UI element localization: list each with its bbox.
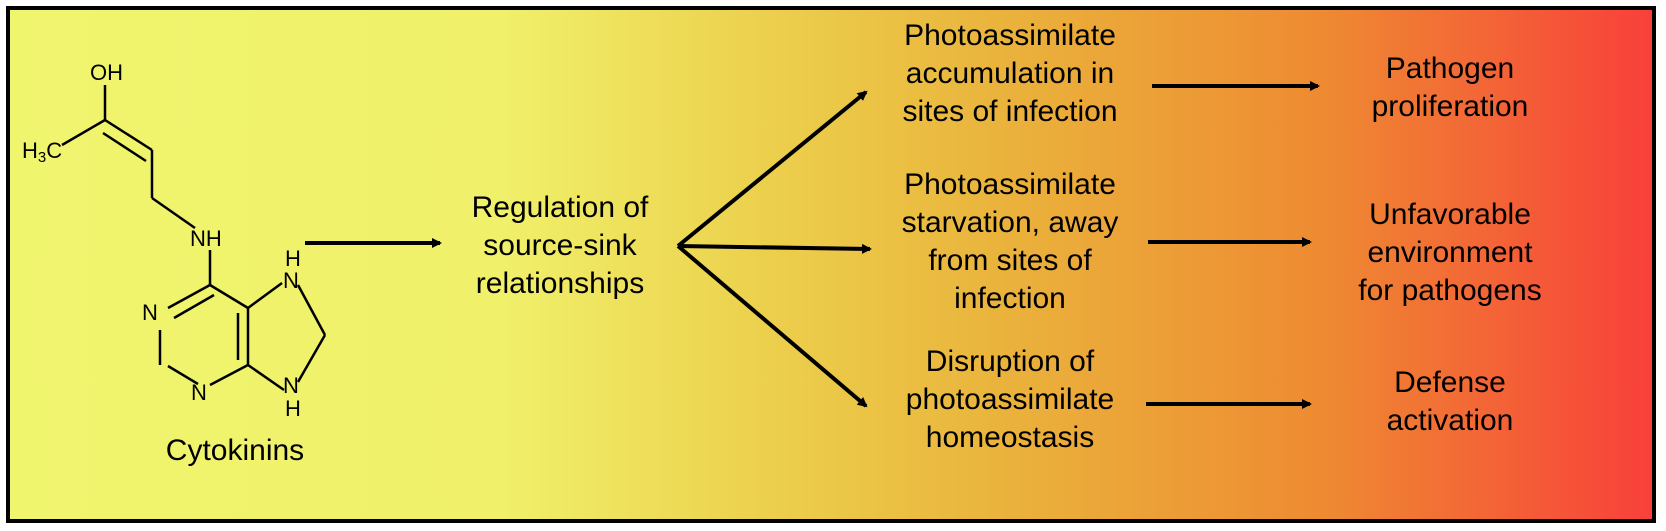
atom-n-imidazole-1: N [283, 268, 299, 293]
arrows [305, 81, 1320, 409]
arrow-regulation-to-disruption [676, 244, 868, 408]
atom-h-imidazole-2: H [285, 396, 301, 421]
diagram-frame [6, 6, 1656, 523]
atom-n-ring-1: N [142, 300, 158, 325]
atom-h-imidazole-1: H [285, 246, 301, 271]
atom-n-ring-2: N [191, 380, 207, 405]
molecule-name: Cytokinins [165, 434, 305, 467]
arrow-regulation-to-accumulation [676, 90, 868, 248]
arrow-regulation-to-starvation [677, 243, 872, 254]
atom-n-imidazole-2: N [283, 373, 299, 398]
atom-nh: NH [190, 226, 222, 251]
atom-oh: OH [90, 60, 123, 85]
cytokinin-structure [61, 85, 327, 392]
atom-methyl: H3C [22, 138, 63, 166]
